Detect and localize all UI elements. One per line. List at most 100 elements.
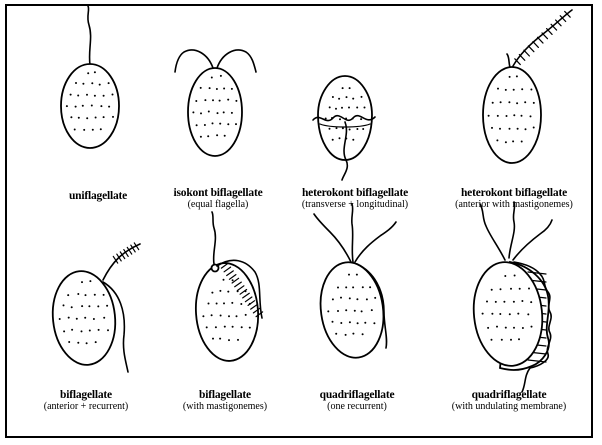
stipple-dot — [356, 128, 358, 130]
stipple-dot — [208, 111, 210, 113]
stipple-dot — [223, 279, 225, 281]
stipple-dot — [112, 116, 114, 118]
stipple-dot — [346, 96, 348, 98]
stipple-dot — [505, 141, 507, 143]
stipple-dot — [513, 114, 515, 116]
stipple-dot — [352, 139, 354, 141]
mastigoneme-hair — [528, 46, 534, 52]
stipple-dot — [517, 313, 519, 315]
stipple-dot — [82, 83, 84, 85]
stipple-dot — [76, 318, 78, 320]
stipple-dot — [496, 326, 498, 328]
stipple-dot — [220, 315, 222, 317]
stipple-dot — [228, 315, 230, 317]
stipple-dot — [499, 128, 501, 130]
stipple-dot — [513, 89, 515, 91]
stipple-dot — [204, 99, 206, 101]
stipple-dot — [219, 338, 221, 340]
stipple-dot — [74, 129, 76, 131]
stipple-dot — [362, 333, 364, 335]
stipple-dot — [103, 294, 105, 296]
cell-isokont-biflagellate — [175, 50, 256, 156]
stipple-dot — [516, 75, 518, 77]
stipple-dot — [209, 87, 211, 89]
stipple-dot — [232, 326, 234, 328]
stipple-dot — [81, 330, 83, 332]
cell-body — [315, 258, 390, 362]
stipple-dot — [521, 141, 523, 143]
stipple-dot — [63, 304, 65, 306]
flagellum — [88, 6, 91, 65]
stipple-dot — [513, 327, 515, 329]
stipple-dot — [236, 315, 238, 317]
stipple-dot — [336, 127, 338, 129]
caption-isokont: isokont biflagellate (equal flagella) — [174, 187, 263, 211]
stipple-dot — [200, 136, 202, 138]
stipple-dot — [331, 117, 333, 119]
stipple-dot — [521, 115, 523, 117]
flagellum-2 — [352, 204, 353, 262]
stipple-dot — [192, 111, 194, 113]
stipple-dot — [223, 111, 225, 113]
stipple-dot — [527, 313, 529, 315]
stipple-dot — [224, 326, 226, 328]
stipple-dot — [510, 339, 512, 341]
stipple-dot — [207, 135, 209, 137]
stipple-dot — [195, 100, 197, 102]
stipple-dot — [369, 286, 371, 288]
stipple-dot — [89, 280, 91, 282]
stipple-dot — [516, 102, 518, 104]
stipple-dot — [533, 102, 535, 104]
stipple-dot — [99, 84, 101, 86]
stipple-dot — [108, 106, 110, 108]
stipple-dot — [200, 87, 202, 89]
stipple-dot — [509, 313, 511, 315]
stipple-dot — [216, 134, 218, 136]
stipple-dot — [340, 322, 342, 324]
stipple-dot — [107, 329, 109, 331]
stipple-dot — [530, 115, 532, 117]
stipple-dot — [487, 327, 489, 329]
stipple-dot — [329, 128, 331, 130]
mastigoneme-hair — [524, 50, 530, 56]
caption-title: heterokont biflagellate — [302, 187, 408, 199]
stipple-dot — [88, 305, 90, 307]
cell-body — [61, 64, 119, 148]
stipple-dot — [94, 294, 96, 296]
stipple-dot — [84, 317, 86, 319]
stipple-dot — [67, 294, 69, 296]
stipple-dot — [206, 326, 208, 328]
stipple-dot — [59, 318, 61, 320]
stipple-dot — [237, 290, 239, 292]
stipple-dot — [91, 105, 93, 107]
stipple-dot — [327, 310, 329, 312]
caption-quadriflagellate-membrane: quadriflagellate (with undulating membra… — [452, 389, 566, 413]
stipple-dot — [231, 112, 233, 114]
stipple-dot — [329, 106, 331, 108]
stipple-dot — [335, 333, 337, 335]
stipple-dot — [345, 309, 347, 311]
stipple-dot — [211, 77, 213, 79]
stipple-dot — [77, 342, 79, 344]
stipple-dot — [66, 105, 68, 107]
mastigoneme-hair — [519, 55, 525, 61]
mastigonemes — [515, 11, 570, 64]
stipple-dot — [335, 108, 337, 110]
stipple-dot — [521, 88, 523, 90]
stipple-dot — [219, 290, 221, 292]
cell-biflagellate-recurrent — [48, 243, 140, 372]
stipple-dot — [510, 288, 512, 290]
stipple-dot — [235, 100, 237, 102]
caption-subtitle: (one recurrent) — [320, 402, 395, 413]
stipple-dot — [364, 107, 366, 109]
stipple-dot — [224, 135, 226, 137]
cell-biflagellate-mastigonemes — [193, 212, 263, 363]
stipple-dot — [499, 313, 501, 315]
stipple-dot — [212, 338, 214, 340]
stipple-dot — [508, 101, 510, 103]
stipple-dot — [81, 281, 83, 283]
stipple-dot — [245, 314, 247, 316]
stipple-dot — [497, 115, 499, 117]
stipple-dot — [505, 327, 507, 329]
stipple-dot — [332, 139, 334, 141]
